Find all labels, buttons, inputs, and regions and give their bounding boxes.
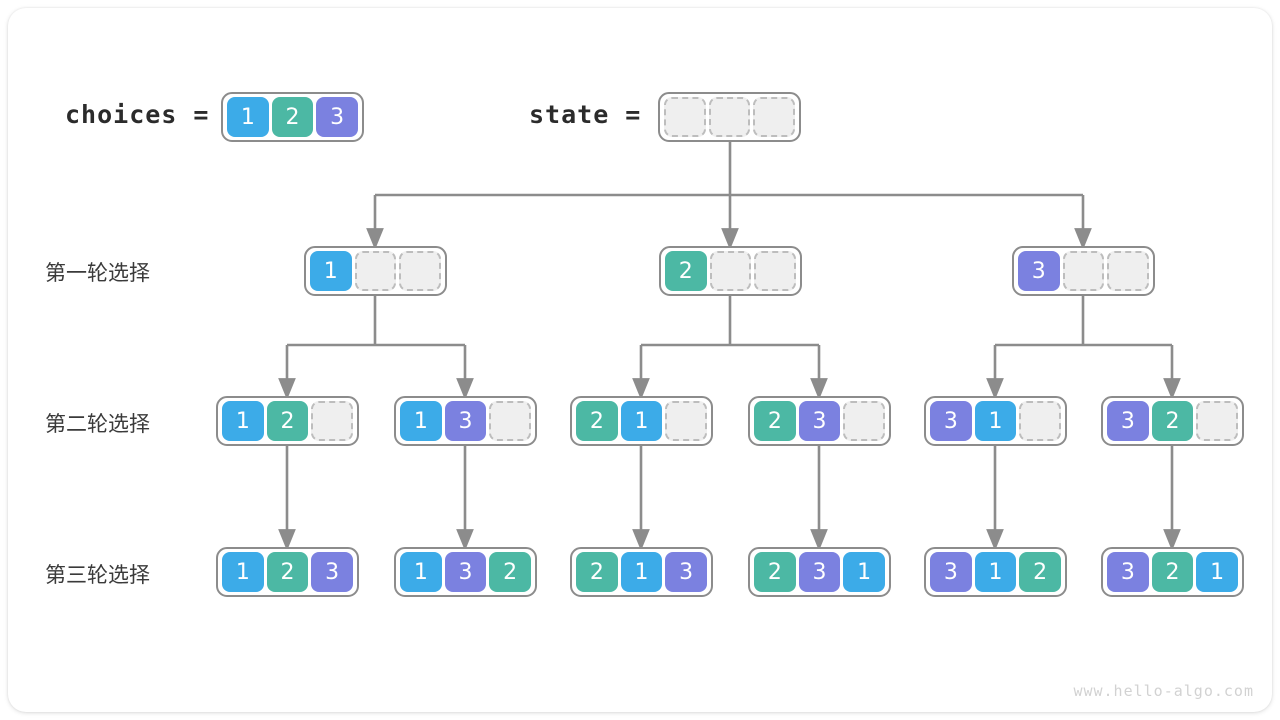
array-cell-empty (753, 97, 796, 137)
array-cell-filled: 2 (266, 401, 309, 441)
node-r1-c2: 2 (659, 246, 802, 296)
array-cell-filled: 1 (222, 401, 264, 441)
array-cell-empty (754, 251, 796, 291)
array-cell-empty (1107, 251, 1149, 291)
array-cell-empty (664, 97, 706, 137)
node-r1-c1: 1 (304, 246, 447, 296)
array-cell-filled: 1 (400, 552, 442, 592)
array-cell-filled: 2 (1151, 552, 1194, 592)
state-label: state = (529, 100, 642, 129)
array-cell-filled: 2 (489, 552, 532, 592)
array-cell-filled: 3 (1107, 552, 1149, 592)
array-cell-filled: 1 (620, 401, 663, 441)
array-cell-empty (489, 401, 531, 441)
array-cell-filled: 3 (1018, 251, 1060, 291)
array-cell-filled: 2 (1151, 401, 1194, 441)
array-cell-filled: 1 (843, 552, 886, 592)
array-cell-filled: 3 (665, 552, 708, 592)
array-cell-filled: 3 (930, 401, 972, 441)
array-cell-empty (399, 251, 441, 291)
array-cell-filled: 1 (974, 401, 1017, 441)
array-cell-filled: 3 (311, 552, 354, 592)
array-cell-filled: 2 (576, 401, 618, 441)
array-cell-empty (1196, 401, 1238, 441)
array-cell-empty (843, 401, 885, 441)
state-array (658, 92, 801, 142)
array-cell-filled: 3 (444, 401, 487, 441)
array-cell-filled: 2 (271, 97, 314, 137)
array-cell-empty (354, 251, 397, 291)
array-cell-filled: 3 (1107, 401, 1149, 441)
array-cell-empty (708, 97, 751, 137)
row-label-1: 第一轮选择 (45, 261, 150, 285)
array-cell-filled: 3 (930, 552, 972, 592)
choices-label: choices = (65, 100, 210, 129)
array-cell-filled: 2 (754, 552, 796, 592)
array-cell-filled: 1 (620, 552, 663, 592)
row-label-2: 第二轮选择 (45, 412, 150, 436)
array-cell-empty (311, 401, 353, 441)
array-cell-filled: 3 (798, 552, 841, 592)
array-cell-filled: 1 (400, 401, 442, 441)
node-r1-c3: 3 (1012, 246, 1155, 296)
array-cell-filled: 3 (316, 97, 359, 137)
watermark: www.hello-algo.com (1073, 682, 1254, 700)
array-cell-empty (1062, 251, 1105, 291)
array-cell-filled: 3 (798, 401, 841, 441)
array-cell-filled: 1 (1196, 552, 1239, 592)
array-cell-filled: 2 (665, 251, 707, 291)
array-cell-filled: 1 (227, 97, 269, 137)
array-cell-empty (709, 251, 752, 291)
array-cell-filled: 2 (576, 552, 618, 592)
array-cell-filled: 1 (310, 251, 352, 291)
row-label-3: 第三轮选择 (45, 563, 150, 587)
array-cell-filled: 2 (266, 552, 309, 592)
array-cell-filled: 2 (1019, 552, 1062, 592)
array-cell-filled: 1 (222, 552, 264, 592)
array-cell-filled: 3 (444, 552, 487, 592)
array-cell-empty (1019, 401, 1061, 441)
array-cell-filled: 1 (974, 552, 1017, 592)
array-cell-empty (665, 401, 707, 441)
array-cell-filled: 2 (754, 401, 796, 441)
